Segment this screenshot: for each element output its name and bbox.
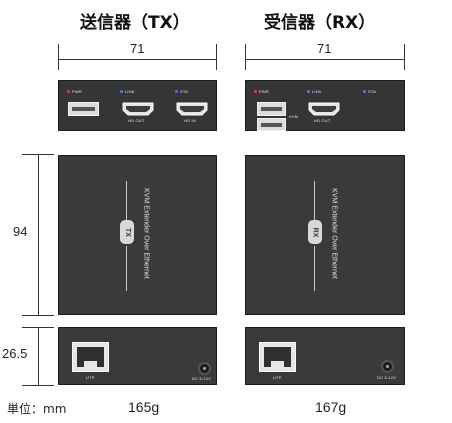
depth-dim-line [38,327,39,386]
hdmi-port-icon [122,102,154,116]
usb-port-icon [68,102,99,116]
dc-jack-icon [381,360,394,373]
rx-badge-text: RX [311,227,319,237]
tx-utp-label: UTP [86,375,95,380]
rx-link-label: LINK [312,89,322,94]
dc-jack-icon [198,362,211,375]
tx-sta-led-icon [175,90,178,93]
height-label: 94 [13,224,28,239]
rx-sta-led-icon [363,90,366,93]
rj45-port-icon [72,342,109,372]
rj45-notch [271,361,284,367]
tx-width-label: 71 [130,41,145,56]
rx-sta-label: STA [368,89,377,94]
depth-label: 26.5 [2,346,28,361]
tx-badge-text: TX [123,227,131,237]
usb-port-icon [257,118,286,131]
hdmi-port-icon [176,102,208,116]
unit-label: 単位：mm [7,402,67,416]
rx-product-text: KVM Extender Over Ethernet [330,188,338,279]
rx-width-dim-line [245,59,405,60]
rx-bottom-panel: UTP DC 5-12V [245,327,405,385]
rx-pwr-label: PWR [259,89,269,94]
tx-face-badge: TX [120,220,134,244]
tx-pwr-label: PWR [72,89,82,94]
rx-dc-label: DC 5-12V [377,375,397,380]
tx-width-dim-line [58,59,217,60]
tx-face-line-top [126,181,127,223]
rx-top-panel: PWR LINK STA KVM HD OUT [245,80,405,131]
rx-face-panel: RX KVM Extender Over Ethernet [245,155,405,315]
tx-sta-label: STA [180,89,189,94]
rj45-port-icon [259,342,296,372]
rx-link-led-icon [307,90,310,93]
tx-pwr-led-icon [67,90,70,93]
tx-top-panel: PWR LINK STA HD OUT HD IN [58,80,217,131]
tx-product-text: KVM Extender Over Ethernet [142,188,150,279]
hdmi-port-icon [308,102,340,116]
usb-port-icon [257,102,286,116]
rx-utp-label: UTP [273,375,282,380]
height-dim-line [38,154,39,316]
tx-title: 送信器（TX） [80,13,190,33]
rx-title: 受信器（RX） [264,13,376,33]
tx-width-ext-left [58,44,59,70]
rx-face-line-bottom [314,246,315,291]
rx-width-label: 71 [317,41,332,56]
rj45-hole [77,347,104,367]
tx-dc-label: DC 5-12V [192,376,212,381]
tx-link-led-icon [120,90,123,93]
tx-hd-out-label: HD OUT [128,118,145,123]
tx-weight: 165g [128,399,160,415]
rx-pwr-led-icon [254,90,257,93]
tx-link-label: LINK [125,89,135,94]
tx-width-ext-right [216,44,217,70]
rx-kvm-label: KVM [289,114,299,119]
rj45-hole [264,347,291,367]
rx-width-ext-left [245,44,246,70]
rx-face-badge: RX [308,220,322,244]
tx-bottom-panel: UTP DC 5-12V [58,327,217,385]
tx-hd-in-label: HD IN [184,118,196,123]
rx-weight: 167g [315,399,347,415]
rx-face-line-top [314,181,315,223]
tx-face-line-bottom [126,246,127,291]
rx-width-ext-right [404,44,405,70]
tx-face-panel: TX KVM Extender Over Ethernet [58,155,217,315]
rj45-notch [84,361,97,367]
rx-hd-out-label: HD OUT [314,118,331,123]
